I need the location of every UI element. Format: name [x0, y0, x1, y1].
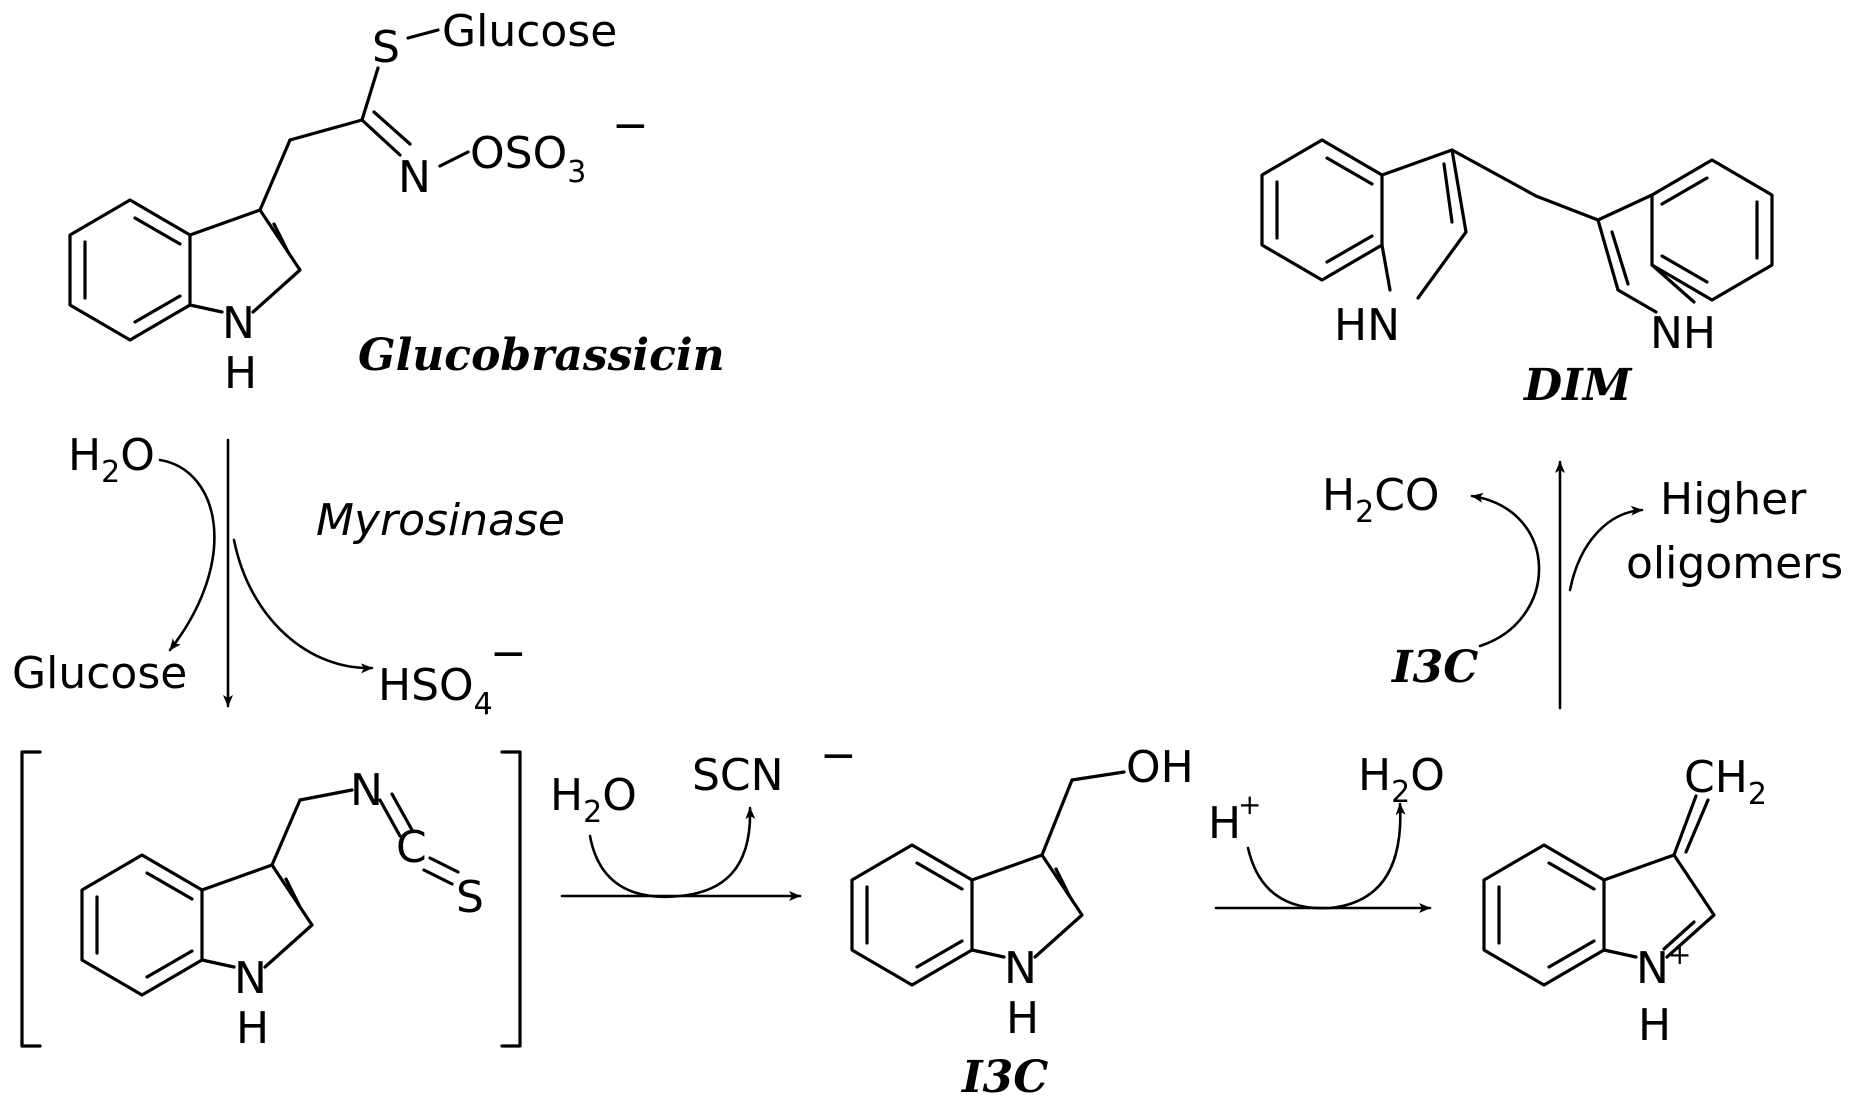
oligomerization-step: H2CO I3C Higher oligomers [1322, 460, 1843, 710]
iminium-charge: + [1668, 938, 1691, 971]
right-bracket [500, 750, 522, 1048]
hydrolysis-curved-arrow [588, 806, 756, 898]
myrosinase-step: H2O Myrosinase Glucose HSO4 − [12, 430, 565, 722]
itc-indole-n: N [234, 953, 267, 1004]
isothiocyanate-intermediate: N C S N H [20, 750, 522, 1054]
water-curved-arrow [158, 458, 216, 652]
i3c-n: N [1004, 943, 1037, 994]
itc-c: C [396, 822, 427, 873]
i3c-h: H [1006, 993, 1039, 1044]
thio-s: S [372, 22, 400, 73]
itc-indole-h: H [236, 1003, 269, 1054]
thio-glucose: Glucose [442, 6, 617, 57]
indole-ring [80, 853, 314, 997]
i3c-label: I3C [960, 1052, 1048, 1103]
itc-n: N [350, 765, 383, 816]
dim-left-hn: HN [1334, 300, 1400, 351]
indole-nh-n: N [222, 298, 255, 349]
dehydration-step: H + H2O [1208, 750, 1445, 913]
iminium-n: N [1636, 943, 1669, 994]
dim-structure: HN NH [1260, 138, 1774, 359]
side-chain [258, 28, 470, 212]
i3c-structure: OH N H [850, 742, 1194, 1044]
indole-ring [68, 198, 302, 342]
indole-ring [1482, 843, 1716, 987]
glucobrassicin-label: Glucobrassicin [358, 330, 725, 381]
itc-s: S [456, 872, 484, 923]
indole-nh-h: H [224, 348, 257, 399]
oligomers-curved-arrow [1568, 505, 1644, 592]
formaldehyde-curved-arrow [1470, 492, 1541, 648]
dehydration-water: H2O [1358, 750, 1445, 810]
higher-oligomers-line2: oligomers [1626, 538, 1843, 589]
higher-oligomers-line1: Higher [1660, 474, 1807, 525]
proton-reagent: H [1208, 798, 1241, 849]
dehydration-curved-arrow [1246, 802, 1406, 910]
hydrolysis-step: H2O SCN − [550, 730, 857, 901]
water-reactant: H2O [68, 430, 155, 490]
hso4-product: HSO4 [378, 660, 493, 722]
hso4-curved-arrow [232, 538, 374, 674]
indoleninium-structure: CH2 N + H [1482, 752, 1767, 1051]
indole-ring [850, 843, 1084, 987]
glucose-product: Glucose [12, 648, 187, 699]
enzyme-label: Myrosinase [316, 495, 565, 546]
dim-label: DIM [1522, 360, 1633, 411]
right-indole-ring [1596, 158, 1774, 314]
i3c-reagent: I3C [1390, 642, 1478, 693]
thiocyanate-product: SCN [692, 750, 784, 801]
proton-charge: + [1238, 788, 1261, 821]
methylene-bridge [1450, 148, 1600, 222]
left-bracket [20, 750, 42, 1048]
oso3-label: OSO3 [470, 128, 586, 190]
hso4-charge: − [490, 628, 527, 679]
oso3-charge: − [612, 100, 649, 151]
formaldehyde-product: H2CO [1322, 470, 1440, 530]
dim-right-nh: NH [1650, 308, 1716, 359]
hydrolysis-water: H2O [550, 770, 637, 830]
iminium-h: H [1638, 1000, 1671, 1051]
methylene-ch2: CH2 [1684, 752, 1767, 812]
glucobrassicin-structure: N H S Glucose N OSO3 − [68, 6, 649, 399]
left-indole-ring [1260, 138, 1468, 300]
oxime-n: N [398, 152, 431, 203]
thiocyanate-charge: − [820, 730, 857, 781]
i3c-oh: OH [1126, 742, 1194, 793]
